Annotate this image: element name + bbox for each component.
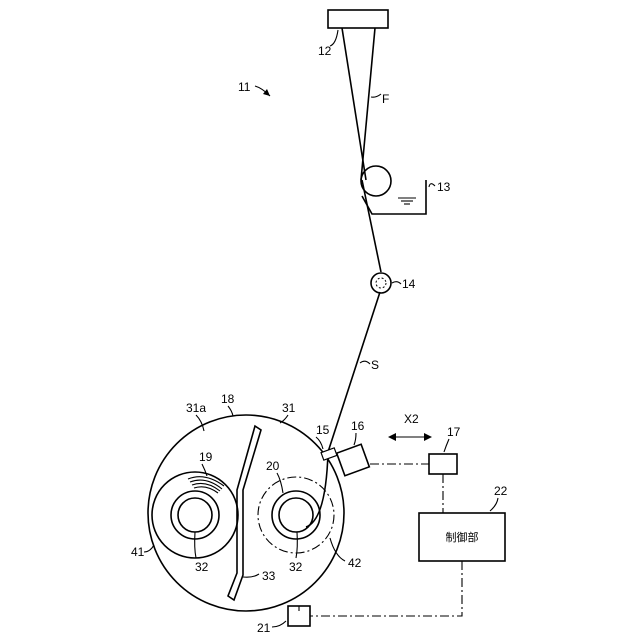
cooling-bath xyxy=(362,180,426,214)
label-20: 20 xyxy=(266,459,280,473)
leader-13 xyxy=(429,184,435,187)
label-X2: X2 xyxy=(404,412,419,426)
leader-19 xyxy=(202,464,207,476)
direction-arrow-icon xyxy=(388,433,432,441)
right-station-outline xyxy=(258,477,334,553)
leader-31 xyxy=(280,415,288,423)
yarn-guide xyxy=(371,273,391,293)
leader-21 xyxy=(272,621,286,627)
label-31: 31 xyxy=(282,401,296,415)
leader-22 xyxy=(490,498,498,511)
signal-controller-motor xyxy=(310,561,462,616)
label-22: 22 xyxy=(494,484,508,498)
label-15: 15 xyxy=(316,423,330,437)
label-F: F xyxy=(382,92,389,106)
actuator-box xyxy=(429,454,457,474)
leader-41 xyxy=(144,545,154,552)
leader-33 xyxy=(243,574,259,577)
label-33: 33 xyxy=(262,569,276,583)
label-19: 19 xyxy=(199,450,213,464)
traverse-guide xyxy=(321,448,337,460)
bath-roller xyxy=(361,166,391,196)
label-21: 21 xyxy=(257,621,271,635)
leader-F xyxy=(371,94,381,97)
controller-label: 制御部 xyxy=(446,530,479,544)
leader-14 xyxy=(392,282,401,284)
label-17: 17 xyxy=(447,425,461,439)
spinneret xyxy=(328,10,388,28)
label-11: 11 xyxy=(238,80,251,94)
left-spindle-inner xyxy=(178,498,212,532)
label-16: 16 xyxy=(351,419,365,433)
label-13: 13 xyxy=(437,180,451,194)
label-32-left: 32 xyxy=(195,560,209,574)
filament-right-line xyxy=(361,28,375,180)
leader-32-left xyxy=(195,532,196,558)
sensor-box xyxy=(337,444,370,475)
label-12: 12 xyxy=(318,44,332,58)
label-41: 41 xyxy=(131,545,145,559)
yarn-path-upper xyxy=(362,180,381,272)
leader-S xyxy=(360,361,370,364)
label-14: 14 xyxy=(402,277,416,291)
label-32-right: 32 xyxy=(289,560,303,574)
label-31a: 31a xyxy=(186,401,206,415)
label-42: 42 xyxy=(348,556,362,570)
separator-plate xyxy=(228,426,261,600)
leader-17 xyxy=(444,439,449,452)
yarn-to-bobbin xyxy=(306,452,328,527)
leader-18 xyxy=(228,406,233,416)
yarn-guide-inner xyxy=(376,278,386,288)
label-18: 18 xyxy=(221,392,235,406)
leader-16 xyxy=(354,433,356,445)
label-S: S xyxy=(371,358,379,372)
arrow-11-icon xyxy=(255,86,270,96)
leader-20 xyxy=(277,473,283,493)
leader-32-right xyxy=(296,532,297,558)
